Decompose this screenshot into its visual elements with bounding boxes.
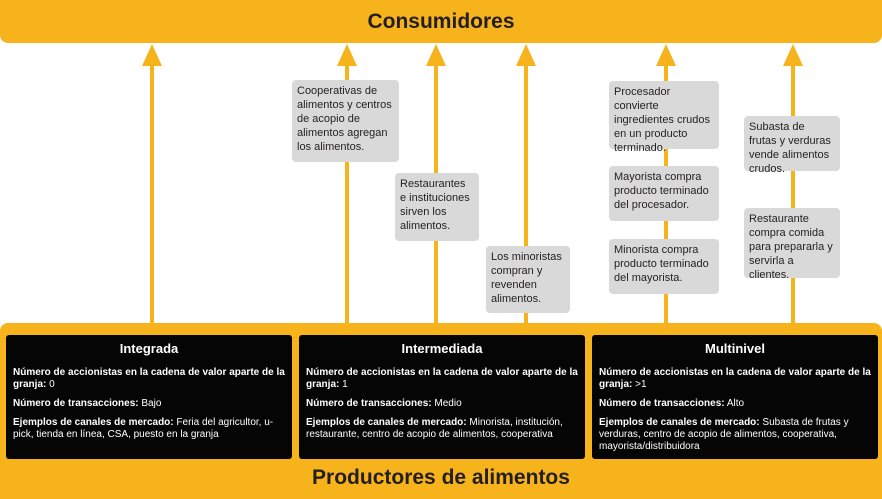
arrow-head-subasta: [783, 44, 803, 66]
holders-row: Número de accionistas en la cadena de va…: [13, 367, 285, 391]
arrow-subasta: [791, 64, 795, 326]
transactions-label: Número de transacciones:: [306, 398, 432, 409]
consumers-bar: Consumidores: [0, 0, 882, 43]
note-minorista-compra: Minorista compra producto terminado del …: [609, 239, 719, 294]
note-mayorista: Mayorista compra producto terminado del …: [609, 166, 719, 221]
note-cooperativas: Cooperativas de alimentos y centros de a…: [292, 80, 399, 162]
channels-row: Ejemplos de canales de mercado: Minorist…: [306, 417, 578, 441]
note-restaurante-compra: Restaurante compra comida para prepararl…: [744, 208, 840, 281]
producers-panel: Integrada Número de accionistas en la ca…: [0, 323, 882, 499]
arrow-minoristas: [524, 64, 528, 326]
card-title: Integrada: [119, 341, 179, 356]
holders-label: Número de accionistas en la cadena de va…: [13, 367, 285, 390]
arrow-head-minoristas: [516, 44, 536, 66]
consumers-title: Consumidores: [367, 9, 515, 33]
arrow-head-restaurantes: [426, 44, 446, 66]
channels-value: Subasta de frutas y verduras, centro de …: [599, 417, 849, 452]
transactions-row: Número de transacciones: Medio: [306, 398, 578, 410]
note-procesador: Procesador convierte ingredientes crudos…: [609, 81, 719, 154]
channels-value: Feria del agricultor, u-pick, tienda en …: [13, 417, 274, 440]
note-minoristas: Los minoristas compran y revenden alimen…: [486, 246, 570, 313]
holders-label: Número de accionistas en la cadena de va…: [599, 367, 871, 390]
note-restaurantes: Restaurantes e instituciones sirven los …: [395, 173, 479, 241]
holders-label: Número de accionistas en la cadena de va…: [306, 367, 578, 390]
transactions-value: Medio: [434, 398, 462, 409]
arrow-head-procesador: [656, 44, 676, 66]
channels-value: Minorista, institución, restaurante, cen…: [306, 417, 563, 440]
channels-row: Ejemplos de canales de mercado: Subasta …: [599, 417, 871, 453]
arrow-head-cooperativas: [337, 44, 357, 66]
card-multinivel: Multinivel Número de accionistas en la c…: [592, 335, 878, 459]
note-subasta: Subasta de frutas y verduras vende alime…: [744, 116, 840, 175]
channels-row: Ejemplos de canales de mercado: Feria de…: [13, 417, 285, 441]
channels-label: Ejemplos de canales de mercado:: [306, 417, 467, 428]
card-title: Multinivel: [705, 341, 765, 356]
holders-row: Número de accionistas en la cadena de va…: [306, 367, 578, 391]
holders-row: Número de accionistas en la cadena de va…: [599, 367, 871, 391]
card-title: Intermediada: [401, 341, 483, 356]
transactions-label: Número de transacciones:: [599, 398, 725, 409]
card-intermediada: Intermediada Número de accionistas en la…: [299, 335, 585, 459]
arrow-cooperativas: [345, 64, 349, 326]
holders-value: >1: [635, 379, 647, 390]
transactions-value: Alto: [726, 398, 745, 409]
channels-label: Ejemplos de canales de mercado:: [13, 417, 174, 428]
channels-label: Ejemplos de canales de mercado:: [599, 417, 760, 428]
holders-value: 1: [342, 379, 348, 390]
producers-title: Productores de alimentos: [312, 466, 570, 489]
arrow-integrada: [150, 64, 154, 326]
card-integrada: Integrada Número de accionistas en la ca…: [6, 335, 292, 459]
holders-value: 0: [49, 379, 55, 390]
transactions-row: Número de transacciones: Alto: [599, 398, 871, 410]
transactions-value: Bajo: [141, 398, 162, 409]
transactions-label: Número de transacciones:: [13, 398, 139, 409]
transactions-row: Número de transacciones: Bajo: [13, 398, 285, 410]
arrow-head-integrada: [142, 44, 162, 66]
